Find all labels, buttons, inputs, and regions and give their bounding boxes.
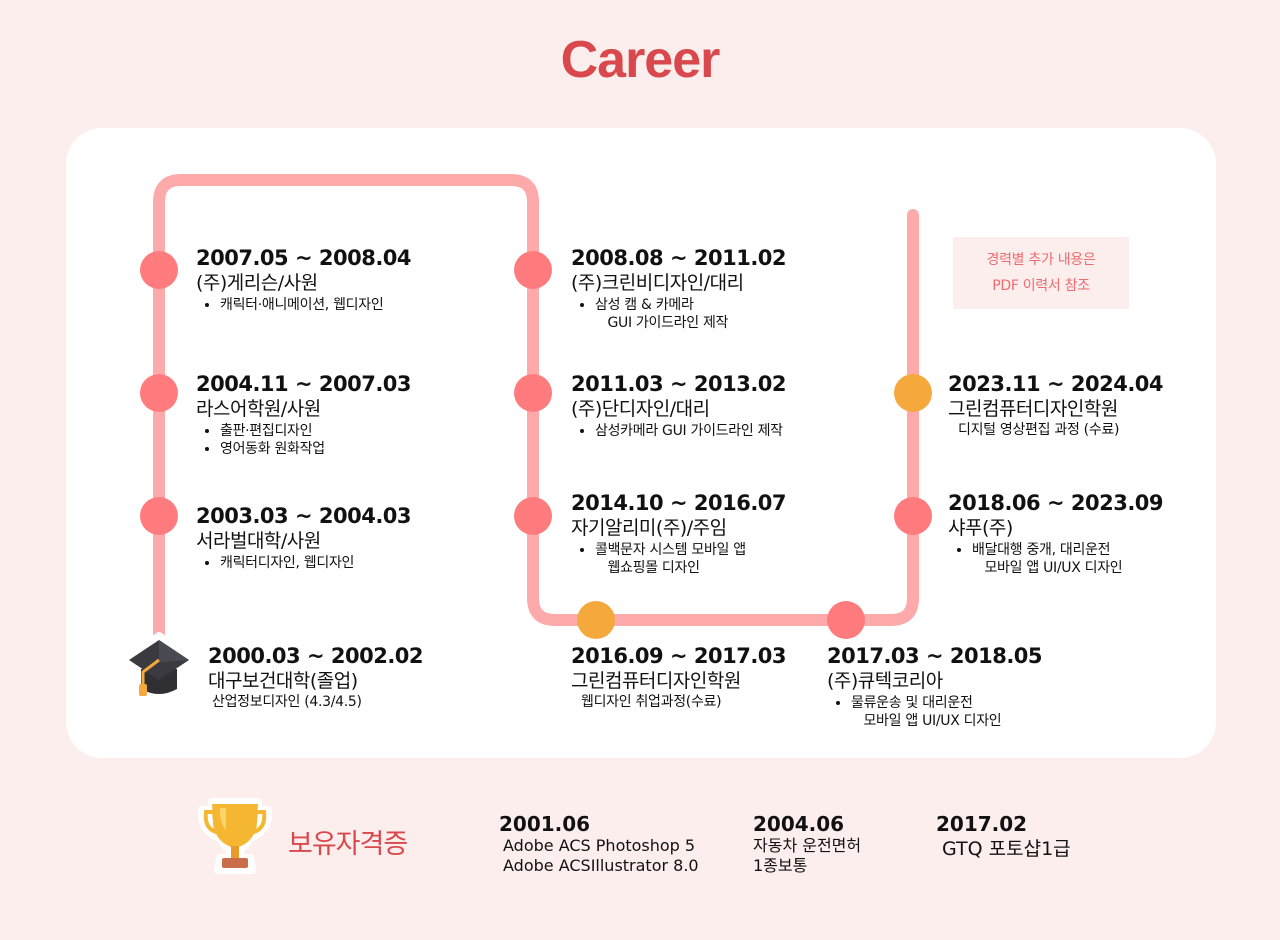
entry-detail: 캐릭터디자인, 웹디자인 [220,554,411,572]
entry-detail: 삼성 캠 & 카메라 GUI 가이드라인 제작 [595,296,786,332]
entry-detail: 산업정보디자인 (4.3/4.5) [212,694,362,710]
entry-organization: 라스어학원/사원 [196,398,321,420]
entry-date: 2011.03 ~ 2013.02 [571,372,787,396]
entry-organization: 서라벌대학/사원 [196,530,321,552]
timeline-node [827,601,865,639]
entry-organization: (주)크린비디자인/대리 [571,272,744,294]
timeline-node-education [894,374,932,412]
entry-organization: 대구보건대학(졸업) [208,670,358,692]
timeline-node [514,251,552,289]
career-entry: 2003.03 ~ 2004.03 서라벌대학/사원 캐릭터디자인, 웹디자인 [196,503,412,572]
entry-organization: (주)단디자인/대리 [571,398,710,420]
entry-date: 2023.11 ~ 2024.04 [948,372,1164,396]
career-entry: 2014.10 ~ 2016.07 자기알리미(주)/주임 콜백문자 시스템 모… [571,490,787,577]
certification-name: GTQ 포토샵1급 [942,838,1071,860]
note-line: 경력별 추가 내용은 [986,252,1096,268]
entry-detail: 배달대행 중개, 대리운전 모바일 앱 UI/UX 디자인 [972,541,1163,577]
timeline-node [140,374,178,412]
entry-date: 2016.09 ~ 2017.03 [571,644,787,668]
certification-item: 2017.02 GTQ 포토샵1급 [936,812,1071,862]
certification-name: 자동차 운전면허 [753,836,862,855]
career-entry: 2018.06 ~ 2023.09 샤푸(주) 배달대행 중개, 대리운전 모바… [948,490,1164,577]
career-entry: 2011.03 ~ 2013.02 (주)단디자인/대리 삼성카메라 GUI 가… [571,371,787,440]
certification-name: Adobe ACS Photoshop 5 [503,836,696,855]
entry-organization: 그린컴퓨터디자인학원 [571,670,741,692]
note-line: PDF 이력서 참조 [992,278,1090,294]
entry-organization: 자기알리미(주)/주임 [571,517,727,539]
timeline-node-education [577,601,615,639]
entry-detail: 출판·편집디자인 [220,422,411,440]
certification-date: 2017.02 [936,812,1028,836]
education-entry: 2023.11 ~ 2024.04 그린컴퓨터디자인학원 디지털 영상편집 과정… [948,371,1164,439]
entry-detail: 영어동화 원화작업 [220,440,411,458]
certification-name: 1종보통 [753,856,808,875]
timeline-node [140,497,178,535]
certification-name: Adobe ACSIllustrator 8.0 [503,856,699,875]
entry-date: 2014.10 ~ 2016.07 [571,491,787,515]
certifications-heading: 보유자격증 [288,829,408,860]
certification-date: 2001.06 [499,812,591,836]
entry-date: 2003.03 ~ 2004.03 [196,504,412,528]
entry-detail: 웹디자인 취업과정(수료) [581,694,722,710]
entry-detail: 캐릭터·애니메이션, 웹디자인 [220,296,411,314]
entry-date: 2007.05 ~ 2008.04 [196,246,412,270]
trophy-icon [198,798,272,874]
timeline-node [140,251,178,289]
timeline-node [894,497,932,535]
career-entry: 2007.05 ~ 2008.04 (주)게리슨/사원 캐릭터·애니메이션, 웹… [196,245,412,314]
career-entry: 2017.03 ~ 2018.05 (주)큐텍코리아 물류운송 및 대리운전 모… [827,643,1043,730]
entry-date: 2000.03 ~ 2002.02 [208,644,424,668]
entry-organization: (주)큐텍코리아 [827,670,943,692]
graduation-cap-icon [123,632,195,700]
entry-detail: 콜백문자 시스템 모바일 앱 웹쇼핑몰 디자인 [595,541,786,577]
entry-organization: (주)게리슨/사원 [196,272,318,294]
certification-item: 2001.06 Adobe ACS Photoshop 5 Adobe ACSI… [499,812,699,876]
entry-date: 2017.03 ~ 2018.05 [827,644,1043,668]
education-entry: 2016.09 ~ 2017.03 그린컴퓨터디자인학원 웹디자인 취업과정(수… [571,643,787,711]
entry-detail: 삼성카메라 GUI 가이드라인 제작 [595,422,786,440]
page-title: Career [560,31,721,89]
certification-date: 2004.06 [753,812,845,836]
entry-organization: 그린컴퓨터디자인학원 [948,398,1118,420]
pdf-reference-note: 경력별 추가 내용은 PDF 이력서 참조 [953,237,1129,309]
entry-detail: 물류운송 및 대리운전 모바일 앱 UI/UX 디자인 [851,694,1042,730]
career-entry: 2004.11 ~ 2007.03 라스어학원/사원 출판·편집디자인 영어동화… [196,371,412,458]
entry-date: 2018.06 ~ 2023.09 [948,491,1164,515]
entry-detail: 디지털 영상편집 과정 (수료) [958,422,1120,438]
entry-date: 2004.11 ~ 2007.03 [196,372,412,396]
education-entry: 2000.03 ~ 2002.02 대구보건대학(졸업) 산업정보디자인 (4.… [208,643,424,711]
career-timeline-card [66,128,1216,758]
certification-item: 2004.06 자동차 운전면허 1종보통 [753,812,861,876]
timeline-node [514,374,552,412]
timeline-node [514,497,552,535]
entry-organization: 샤푸(주) [948,517,1013,539]
entry-date: 2008.08 ~ 2011.02 [571,246,787,270]
career-entry: 2008.08 ~ 2011.02 (주)크린비디자인/대리 삼성 캠 & 카메… [571,245,787,332]
